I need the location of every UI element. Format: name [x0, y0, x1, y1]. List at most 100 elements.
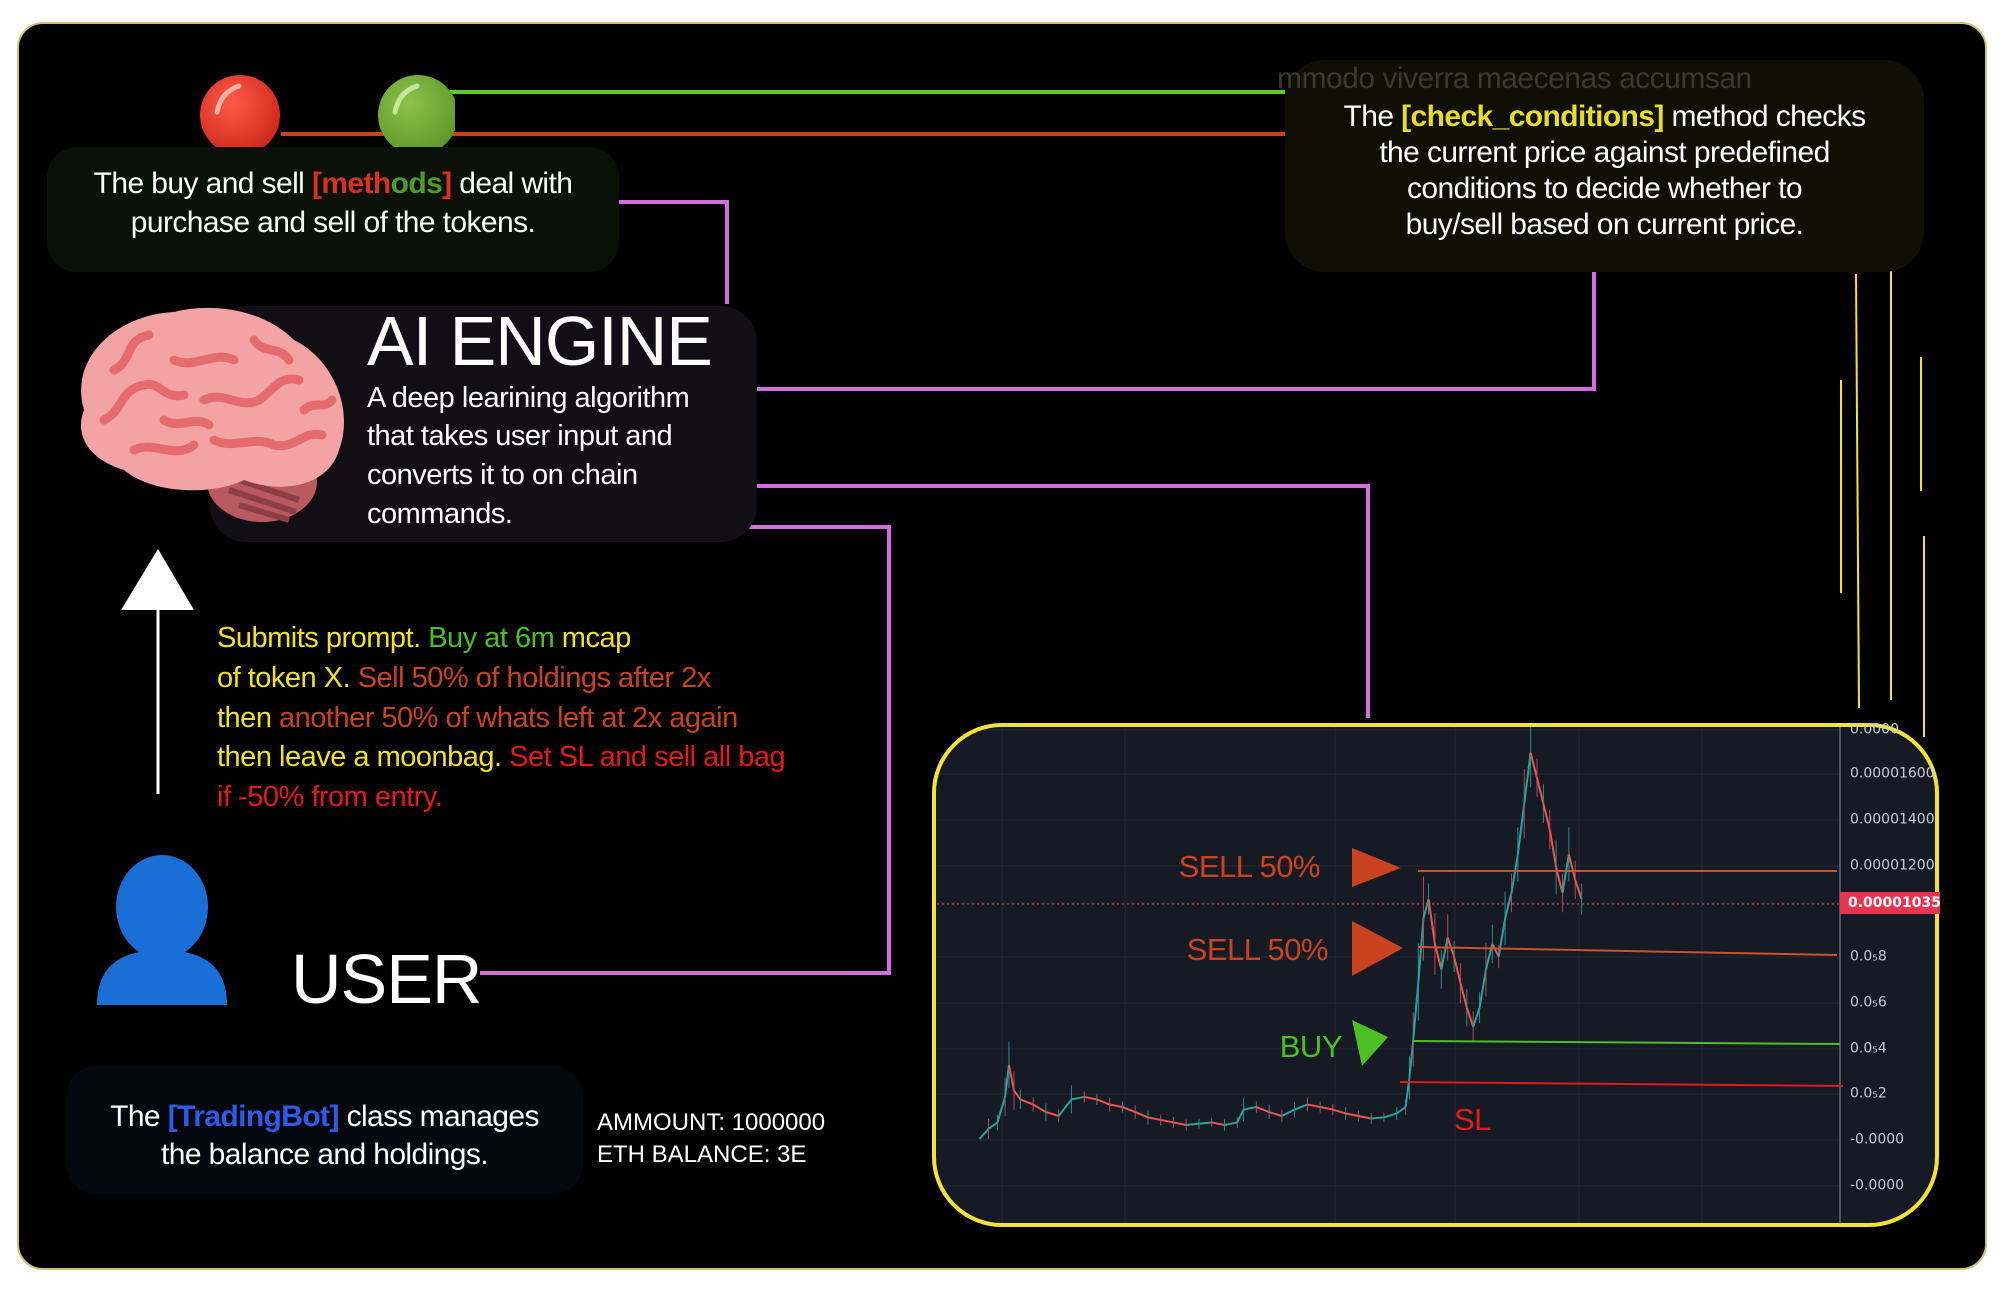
red-button-icon: [200, 75, 280, 155]
bracket: [: [311, 167, 322, 200]
price-segment: [1032, 1103, 1047, 1113]
y-tick-label: 0.00001200: [1850, 857, 1935, 874]
price-segment: [1147, 1116, 1161, 1121]
text: Submits prompt.: [217, 622, 429, 654]
yellow-line: [1855, 273, 1860, 709]
price-segment: [1358, 1115, 1372, 1120]
price-segment: [1083, 1095, 1098, 1101]
price-segment: [1198, 1121, 1212, 1125]
ai-engine-desc-line: commands.: [367, 498, 513, 530]
price-segment: [1045, 1111, 1059, 1117]
chart-plot: [936, 727, 1841, 1223]
price-segment: [1459, 983, 1468, 1008]
price-segment: [1472, 1007, 1481, 1028]
check-line-2: the current price against predefined: [1379, 136, 1830, 169]
price-segment: [1307, 1103, 1321, 1109]
sell-text: Sell 50% of holdings after 2x: [357, 662, 712, 694]
price-segment: [1548, 829, 1558, 868]
trading-bot-box: The [TradingBot] class manages the balan…: [66, 1066, 583, 1194]
y-tick-label: 0.0₅2: [1850, 1085, 1887, 1102]
text: The buy and sell: [93, 167, 312, 200]
price-segment: [1465, 1007, 1475, 1028]
buy-annotation: BUY: [1279, 1028, 1343, 1064]
brain-icon: [80, 307, 344, 523]
price-segment: [1186, 1122, 1200, 1126]
price-segment: [1109, 1103, 1123, 1109]
sell-annotation-2: SELL 50%: [1186, 931, 1329, 967]
price-segment: [1071, 1095, 1085, 1101]
text: method checks: [1663, 100, 1867, 133]
price-segment: [996, 1096, 1007, 1123]
price-segment: [987, 1121, 999, 1130]
ai-engine-desc-line: that takes user input and: [367, 420, 673, 452]
price-segment: [1243, 1106, 1257, 1111]
pink-connector-user: [480, 525, 891, 975]
price-segment: [1122, 1106, 1136, 1114]
prompt-line-4: then leave a moonbag. Set SL and sell al…: [217, 741, 786, 773]
bot-line-2: the balance and holdings.: [161, 1138, 489, 1171]
price-segment: [1294, 1103, 1308, 1111]
y-tick-label: -0.0000: [1850, 1177, 1905, 1194]
price-segment: [1523, 752, 1532, 804]
price-segment: [1345, 1112, 1359, 1117]
text: mcap: [554, 622, 631, 654]
prompt-line-5: if -50% from entry.: [217, 781, 443, 813]
price-segment: [1412, 981, 1420, 1040]
green-button-icon: [378, 75, 455, 155]
price-segment: [1478, 969, 1487, 1008]
price-segment: [1567, 854, 1577, 881]
methods-box: The buy and sell [methods] deal with pur…: [47, 147, 619, 272]
sl-annotation: SL: [1454, 1101, 1491, 1137]
price-segment: [1013, 1089, 1022, 1101]
sl-text: Set SL and sell all bag: [509, 741, 786, 773]
prompt-line-1: Submits prompt. Buy at 6m mcap: [217, 622, 631, 654]
amount-readout: AMMOUNT: 1000000: [597, 1109, 826, 1136]
trading-bot-highlight: [TradingBot]: [167, 1100, 340, 1133]
y-tick-label: -0.0000: [1850, 1131, 1905, 1148]
price-segment: [1332, 1108, 1346, 1115]
price-segment: [1453, 956, 1462, 984]
price-segment: [1134, 1111, 1149, 1119]
price-segment: [1574, 879, 1583, 900]
price-segment: [1255, 1106, 1270, 1114]
price-segment: [978, 1128, 990, 1140]
price-segment: [1096, 1098, 1111, 1106]
ai-engine-title: AI ENGINE: [367, 302, 713, 380]
check-line-1: The [check_conditions] method checks: [1285, 100, 1924, 133]
eth-balance-readout: ETH BALANCE: 3E: [597, 1141, 807, 1168]
pink-connector-chart: [753, 484, 1370, 718]
price-segment: [1542, 803, 1551, 830]
sell-annotation-1: SELL 50%: [1178, 848, 1321, 884]
price-segment: [1160, 1118, 1174, 1124]
price-segment: [1504, 892, 1513, 919]
prompt-line-2: of token X. Sell 50% of holdings after 2…: [217, 662, 711, 694]
bot-line-1: The [TradingBot] class manages: [66, 1100, 583, 1134]
price-segment: [1007, 1064, 1016, 1091]
check-conditions-box: mmodo viverra maecenas accumsan The [che…: [1277, 60, 1924, 272]
text: then: [217, 702, 279, 734]
price-segment: [1408, 1039, 1415, 1078]
price-segment: [1446, 937, 1456, 957]
sell-text: another 50% of whats left at 2x again: [279, 702, 738, 734]
price-segment: [1555, 867, 1564, 894]
price-segment: [1319, 1106, 1334, 1111]
price-segment: [1383, 1112, 1397, 1119]
price-segment: [1057, 1098, 1073, 1117]
price-segment: [1497, 918, 1507, 957]
y-tick-label: 0.0₅8: [1850, 948, 1887, 965]
pink-connector-check: [757, 272, 1596, 391]
price-segment: [1417, 918, 1425, 983]
y-tick-label: 0.0₅6: [1850, 994, 1887, 1011]
y-tick-label: 0.00001400: [1850, 811, 1935, 828]
price-segment: [1236, 1109, 1245, 1123]
y-tick-label: 0.0₅4: [1850, 1040, 1887, 1057]
ghost-text: mmodo viverra maecenas accumsan: [1277, 62, 1752, 95]
price-segment: [1020, 1098, 1034, 1106]
price-chart[interactable]: [932, 723, 1939, 1227]
price-segment: [1561, 854, 1570, 894]
user-icon: [97, 855, 227, 1005]
price-segment: [1422, 898, 1430, 919]
buy-text: Buy at 6m: [428, 622, 555, 654]
ai-engine-desc-line: A deep learining algorithm: [367, 382, 690, 414]
arrow-up-icon: [121, 549, 194, 610]
